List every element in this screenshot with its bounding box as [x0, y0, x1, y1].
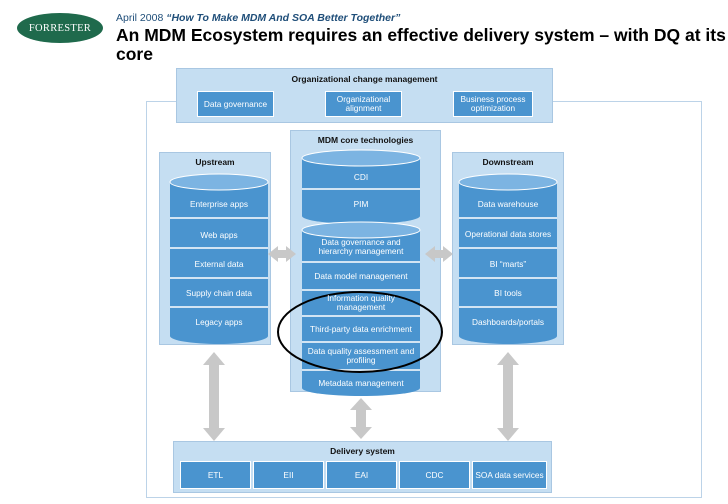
arrow-upstream-core	[268, 246, 296, 262]
core-bottom-cylinder	[301, 221, 421, 396]
delivery-title: Delivery system	[330, 446, 395, 456]
upstream-cylinder	[169, 173, 269, 344]
core-item-data-model: Data model management	[314, 270, 408, 281]
core-item-info-quality: Information quality management	[327, 293, 395, 312]
upstream-title: Upstream	[195, 157, 235, 167]
mdm-core-title: MDM core technologies	[317, 135, 414, 145]
delivery-item-cdc: CDC	[399, 461, 470, 489]
upstream-item-supply-chain: Supply chain data	[186, 287, 252, 298]
org-change-title: Organizational change management	[291, 74, 438, 84]
downstream-item-bi-tools: BI tools	[494, 287, 522, 298]
slide-title: An MDM Ecosystem requires an effective d…	[116, 25, 726, 64]
upstream-item-external-data: External data	[194, 258, 244, 269]
report-title: “How To Make MDM And SOA Better Together…	[166, 12, 401, 24]
upstream-item-legacy-apps: Legacy apps	[195, 316, 243, 327]
downstream-item-bi-marts: BI “marts”	[489, 258, 527, 269]
arrow-downstream-delivery	[497, 352, 519, 441]
arrow-core-delivery	[350, 398, 372, 439]
org-item-data-governance: Data governance	[197, 91, 274, 117]
core-item-pim: PIM	[353, 198, 369, 209]
logo-text: FORRESTER	[28, 22, 92, 34]
org-item-bpo: Business process optimization	[453, 91, 533, 117]
core-item-metadata: Metadata management	[318, 377, 404, 388]
report-subtitle: April 2008 “How To Make MDM And SOA Bett…	[116, 12, 400, 24]
core-item-governance-hierarchy: Data governance and hierarchy management	[318, 237, 404, 256]
delivery-item-eii: EII	[253, 461, 324, 489]
downstream-cylinder	[458, 173, 558, 344]
arrow-core-downstream	[425, 246, 453, 262]
delivery-panel: Delivery system ETL EII EAI CDC SOA data…	[173, 441, 552, 493]
delivery-item-etl: ETL	[180, 461, 251, 489]
core-item-dq-assessment: Data quality assessment and profiling	[307, 346, 415, 365]
downstream-item-dashboards: Dashboards/portals	[472, 316, 544, 327]
forrester-logo: FORRESTER	[17, 13, 103, 43]
delivery-item-eai: EAI	[326, 461, 397, 489]
downstream-item-ods: Operational data stores	[464, 228, 552, 239]
core-item-third-party: Third-party data enrichment	[310, 323, 412, 334]
upstream-item-enterprise-apps: Enterprise apps	[189, 198, 249, 209]
downstream-item-data-warehouse: Data warehouse	[477, 198, 539, 209]
core-item-cdi: CDI	[353, 171, 369, 182]
dq-highlight-ellipse	[277, 291, 443, 373]
upstream-item-web-apps: Web apps	[200, 229, 238, 240]
downstream-title: Downstream	[482, 157, 534, 167]
report-date: April 2008	[116, 12, 164, 24]
arrow-upstream-delivery	[203, 352, 225, 441]
org-change-panel: Organizational change management Data go…	[176, 68, 553, 123]
delivery-item-soa: SOA data services	[472, 461, 547, 489]
org-item-alignment: Organizational alignment	[325, 91, 402, 117]
core-top-cylinder	[301, 149, 421, 224]
